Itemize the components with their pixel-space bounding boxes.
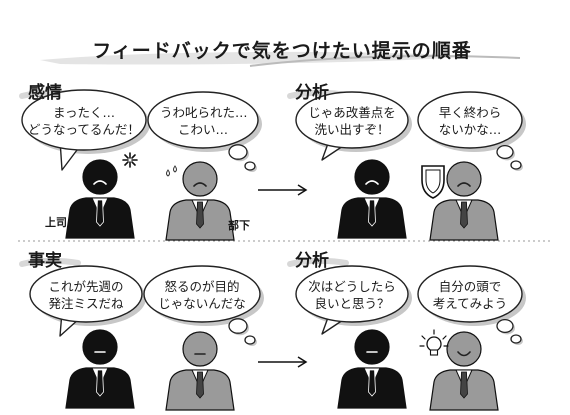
bulb-ray (442, 335, 447, 340)
subordinate-role-label: 部下 (228, 219, 250, 232)
thought-bubble (417, 91, 523, 149)
subordinate-figure (165, 161, 235, 241)
thought-bubble-dot (228, 318, 248, 334)
thought-bubble-dot (496, 318, 514, 334)
boss-speech-text: じゃあ改善点を 洗い出すぞ！ (302, 104, 402, 138)
speech-bubble-fill (297, 267, 407, 321)
mouth-frown (93, 180, 107, 185)
arrow-right-icon (297, 356, 308, 368)
mouth-frown (193, 182, 207, 187)
boss-figure (337, 159, 407, 239)
necktie (96, 199, 104, 227)
thought-bubble (143, 265, 261, 323)
bubble-line: こわい… (177, 122, 228, 137)
anger-mark-stroke (124, 161, 129, 166)
shield-icon (421, 165, 445, 199)
boss-speech-text: 次はどうしたら 良いと思う？ (302, 278, 402, 312)
bubble-line: まったく… (52, 105, 115, 120)
bulb-base (429, 349, 439, 356)
sweat-drops-icon (166, 165, 177, 177)
head (446, 161, 482, 197)
subordinate-thought-text: 自分の頭で 考えてみよう (424, 278, 516, 312)
boss-figure (65, 329, 135, 409)
head (82, 159, 118, 195)
boss-speech-text: まったく… どうなってるんだ！ (28, 104, 140, 138)
bubble-line: 自分の頭で (438, 279, 502, 294)
subordinate-figure (429, 331, 499, 411)
thought-bubble-dot (228, 144, 248, 160)
thought-bubble-dot (510, 160, 522, 170)
thought-bubble (147, 91, 259, 149)
necktie (460, 201, 468, 229)
boss-figure (65, 159, 135, 239)
label-brush-stroke (287, 257, 349, 267)
necktie (460, 371, 468, 399)
bubble-line: 考えてみよう (432, 296, 508, 311)
mouth-frown (457, 182, 471, 187)
title-brush-stroke (40, 51, 470, 65)
head (182, 161, 218, 197)
bubble-line: じゃないんだな (158, 296, 246, 311)
bubble-line: 発注ミスだね (48, 296, 124, 311)
arrow-right-icon (297, 184, 308, 196)
bubble-line: 洗い出すぞ！ (314, 122, 390, 137)
speech-bubble-fill (31, 267, 141, 321)
speech-bubble-fill (23, 91, 145, 149)
bubble-line: じゃあ改善点を (308, 105, 396, 120)
bubble-line: ないかな… (438, 122, 502, 137)
bubble-line: 怒るのが目的 (164, 279, 240, 294)
boss-speech-text: これが先週の 発注ミスだね (36, 278, 136, 312)
bubble-line: これが先週の (48, 279, 124, 294)
row2-left-label: 事実 (28, 251, 62, 271)
boss-role-label: 上司 (45, 216, 67, 229)
bulb-glass (426, 336, 442, 352)
lightbulb-icon (419, 329, 449, 356)
anger-mark-icon (122, 152, 138, 168)
anger-mark-stroke (124, 154, 129, 159)
bubble-line: うわ叱られた… (160, 105, 248, 120)
necktie (196, 201, 204, 229)
thought-bubble-dot (244, 161, 256, 171)
title-brush-stroke (249, 55, 521, 67)
shield-inner (425, 169, 441, 194)
subordinate-thought-text: 怒るのが目的 じゃないんだな (150, 278, 254, 312)
necktie (368, 199, 376, 227)
boss-figure (337, 329, 407, 409)
subordinate-thought-text: うわ叱られた… こわい… (160, 104, 248, 138)
head (354, 159, 390, 195)
speech-bubble-fill (297, 93, 407, 147)
necktie (196, 371, 204, 399)
subordinate-thought-text: 早く終わら ないかな… (428, 104, 512, 138)
anger-mark-stroke (131, 161, 136, 166)
thought-bubble-dot (244, 335, 256, 345)
mouth-smile (457, 351, 471, 357)
necktie (368, 369, 376, 397)
label-brush-stroke (19, 257, 81, 267)
head (82, 329, 118, 365)
sweat-drop (166, 169, 170, 177)
sweat-drop (173, 165, 177, 173)
thought-bubble-dot (510, 334, 522, 344)
head (182, 331, 218, 367)
bubble-line: 早く終わら (438, 105, 502, 120)
thought-bubble (417, 265, 523, 323)
necktie (96, 369, 104, 397)
subordinate-figure (165, 331, 235, 411)
bubble-line: どうなってるんだ！ (28, 122, 140, 137)
thought-bubble-dot (496, 144, 514, 160)
head (354, 329, 390, 365)
subordinate-figure (429, 161, 499, 241)
mouth-frown (365, 180, 379, 185)
row1-left-label: 感情 (28, 83, 62, 103)
row2-right-label: 分析 (295, 251, 329, 271)
bubble-line: 良いと思う？ (314, 296, 390, 311)
row1-right-label: 分析 (295, 83, 329, 103)
anger-mark-stroke (131, 154, 136, 159)
head (446, 331, 482, 367)
bubble-line: 次はどうしたら (308, 279, 396, 294)
bulb-ray (421, 335, 426, 340)
page-title: フィードバックで気をつけたい提示の順番 (92, 40, 472, 62)
